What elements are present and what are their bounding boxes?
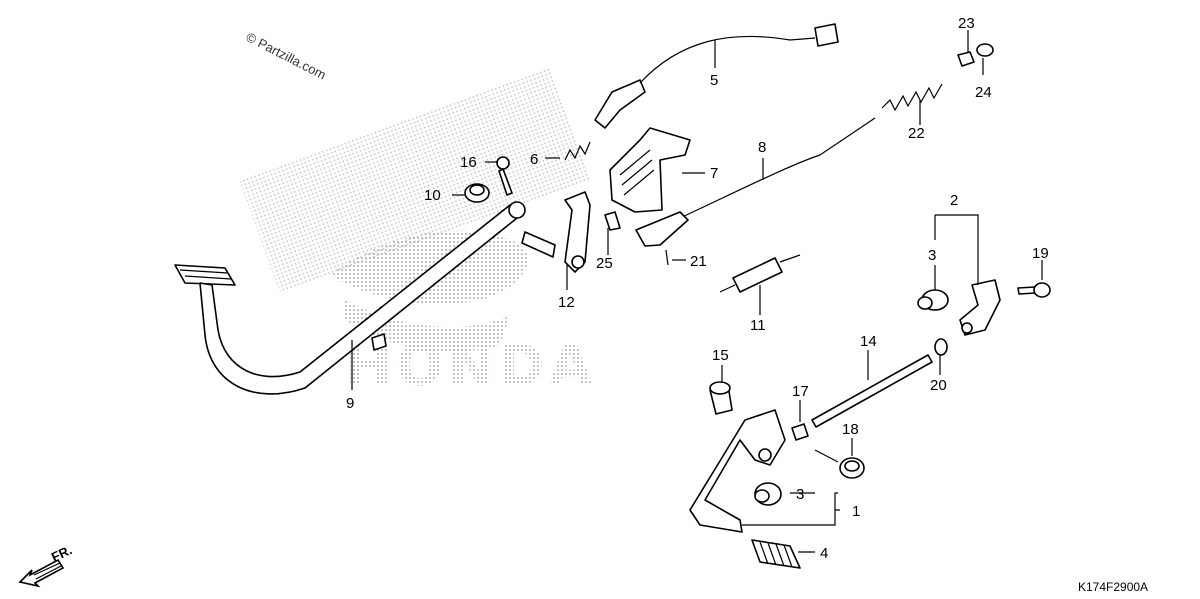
part-3-bushing-lower — [754, 482, 782, 506]
callout-labels: 1 2 3 3 4 5 6 7 8 9 10 11 12 14 15 16 17… — [346, 15, 1049, 562]
part-2-arm — [959, 279, 1001, 336]
callout-24: 24 — [975, 84, 992, 101]
callout-3-upper: 3 — [928, 247, 936, 264]
callout-5: 5 — [710, 72, 718, 89]
part-24-collar — [976, 43, 994, 57]
part-5-switch-cable — [594, 23, 839, 129]
front-label: FR. — [49, 542, 74, 564]
part-7-cover — [609, 127, 691, 213]
part-22-spring — [881, 83, 943, 112]
callout-19: 19 — [1032, 245, 1049, 262]
part-16-bolt — [496, 156, 513, 196]
part-11-spring — [719, 254, 801, 293]
part-10-bushing — [464, 183, 490, 203]
callout-11: 11 — [750, 317, 766, 334]
callout-25: 25 — [596, 255, 613, 272]
front-direction-indicator: FR. — [18, 542, 74, 588]
part-17-nut — [791, 423, 809, 441]
part-6-spring — [564, 141, 591, 161]
part-18-collar — [839, 457, 865, 479]
part-12-arm — [521, 191, 591, 273]
callout-4: 4 — [820, 545, 828, 562]
part-8-rod — [635, 117, 876, 247]
part-20-washer — [934, 338, 948, 356]
callout-12: 12 — [558, 294, 575, 311]
callout-14: 14 — [860, 333, 877, 350]
leader-lines — [351, 30, 1043, 553]
callout-20: 20 — [930, 377, 947, 394]
part-4-rubber — [751, 539, 801, 569]
copyright-watermark: © Partzilla.com — [244, 29, 329, 82]
callout-15: 15 — [712, 347, 729, 364]
callout-17: 17 — [792, 383, 809, 400]
part-19-bolt — [1017, 282, 1051, 298]
part-1-lever — [689, 409, 786, 533]
part-3-bushing-upper — [917, 289, 949, 311]
diagram-code: K174F2900A — [1078, 580, 1148, 594]
part-21-pin — [665, 249, 669, 266]
callout-8: 8 — [758, 139, 766, 156]
part-25-clip — [604, 211, 621, 231]
dot-band — [239, 67, 591, 293]
callout-1: 1 — [852, 503, 860, 520]
callout-18: 18 — [842, 421, 859, 438]
callout-21: 21 — [690, 253, 707, 270]
callout-6: 6 — [530, 151, 538, 168]
honda-watermark: HONDA — [239, 67, 592, 399]
callout-23: 23 — [958, 15, 975, 32]
part-9-brake-pedal — [174, 201, 526, 395]
callout-2: 2 — [950, 192, 958, 209]
part-14-rod — [811, 354, 933, 428]
callout-22: 22 — [908, 125, 925, 142]
callout-7: 7 — [710, 165, 718, 182]
part-23-nut — [957, 51, 975, 67]
callout-3-lower: 3 — [796, 486, 804, 503]
part-15-collar — [709, 381, 733, 415]
callout-16: 16 — [460, 154, 477, 171]
callout-10: 10 — [424, 187, 441, 204]
callout-9: 9 — [346, 395, 354, 412]
